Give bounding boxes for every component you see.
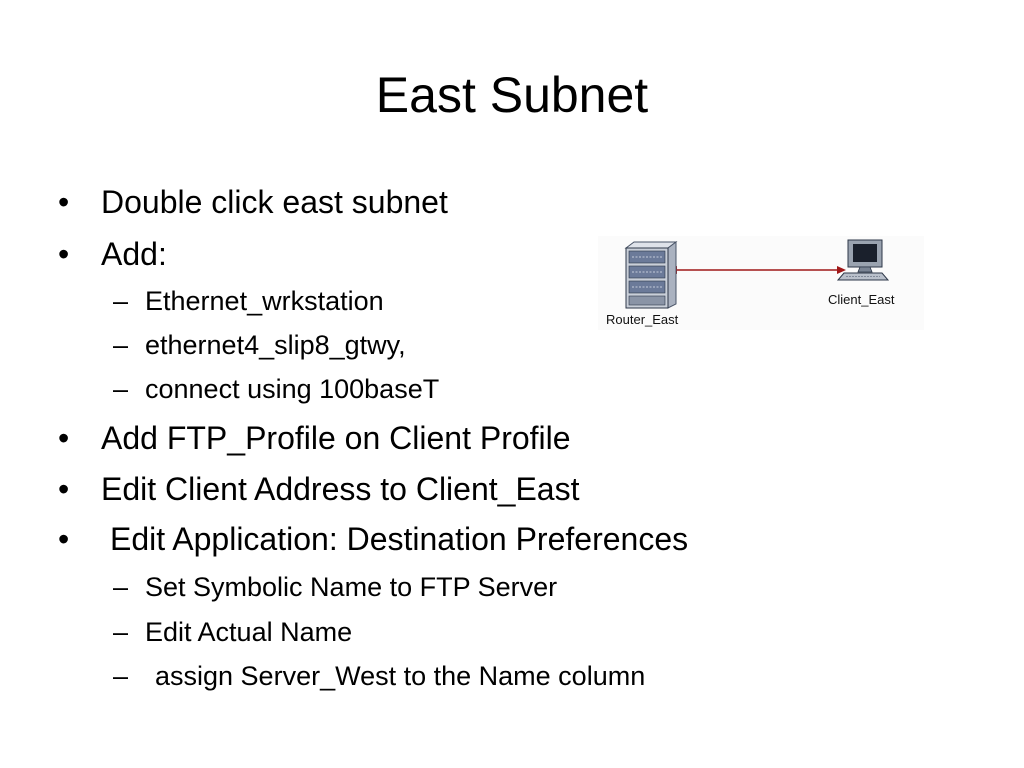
network-link xyxy=(668,266,846,274)
sub-bullet-marker: – xyxy=(113,374,129,404)
sub-bullet-text: Edit Actual Name xyxy=(145,617,353,647)
sub-bullet-marker: – xyxy=(113,617,129,647)
bullet-marker: • xyxy=(58,184,70,220)
network-diagram-canvas xyxy=(624,239,890,309)
sub-bullet-marker: – xyxy=(113,286,129,316)
router-icon xyxy=(624,241,678,309)
sub-bullet-text: assign Server_West to the Name column xyxy=(155,661,646,691)
bullet-marker: • xyxy=(58,521,70,557)
bullet-marker: • xyxy=(58,236,70,272)
workstation-icon xyxy=(836,239,890,281)
bullet-text: Double click east subnet xyxy=(101,184,448,220)
bullet-text: Edit Client Address to Client_East xyxy=(101,471,580,507)
sub-bullet-marker: – xyxy=(113,330,129,360)
sub-bullet-text: Ethernet_wrkstation xyxy=(145,286,384,316)
network-diagram: Router_East Client_East xyxy=(598,236,924,330)
bullet-text: Edit Application: Destination Preference… xyxy=(110,521,689,557)
client-label: Client_East xyxy=(828,292,895,307)
sub-bullet-marker: – xyxy=(113,661,129,691)
bullet-text: Add FTP_Profile on Client Profile xyxy=(101,420,571,456)
sub-bullet-text: ethernet4_slip8_gtwy, xyxy=(145,330,406,360)
sub-bullet-text: Set Symbolic Name to FTP Server xyxy=(145,572,558,602)
sub-bullet-marker: – xyxy=(113,572,129,602)
bullet-marker: • xyxy=(58,471,70,507)
sub-bullet-text: connect using 100baseT xyxy=(145,374,440,404)
router-label: Router_East xyxy=(606,312,679,327)
slide-title: East Subnet xyxy=(375,67,649,123)
bullet-marker: • xyxy=(58,420,70,456)
bullet-text: Add: xyxy=(101,236,167,272)
